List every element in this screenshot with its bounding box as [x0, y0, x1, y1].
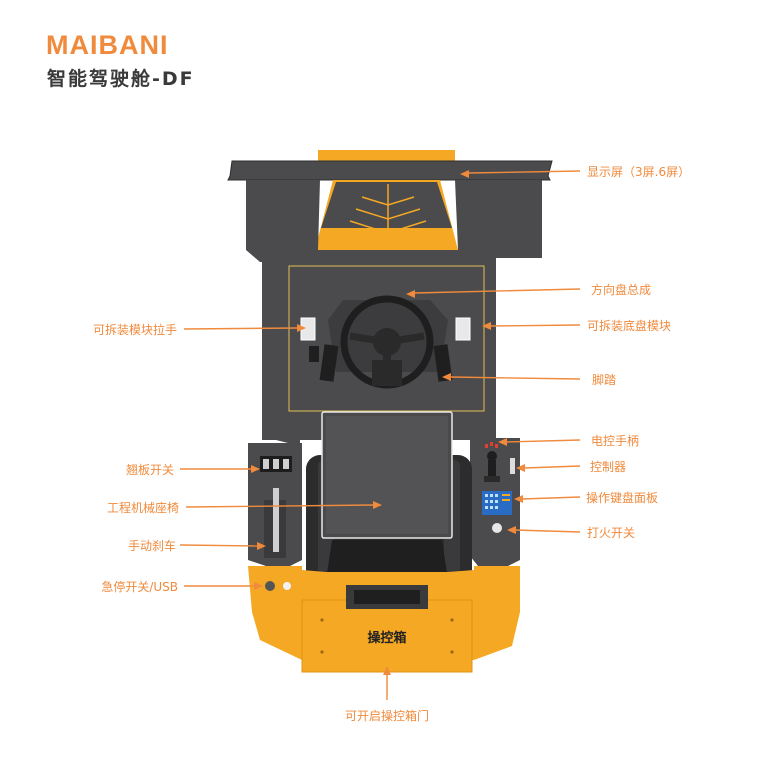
control-box: 操控箱	[301, 585, 473, 673]
cockpit-device: 操控箱	[227, 150, 553, 673]
label-keyboard-panel: 操作键盘面板	[586, 490, 658, 505]
emergency-stop-button	[265, 581, 275, 591]
pedal-left	[319, 344, 339, 382]
label-box-door: 可开启操控箱门	[345, 708, 429, 723]
handbrake-lever	[264, 488, 286, 558]
ignition-key	[492, 523, 502, 533]
control-box-label: 操控箱	[367, 630, 406, 646]
label-flip-switch: 翘板开关	[126, 463, 174, 477]
steering-wheel	[340, 295, 434, 389]
chassis-frame	[288, 265, 485, 412]
flip-switch-group	[260, 456, 292, 472]
label-estop-usb: 急停开关/USB	[101, 579, 178, 594]
upper-left-wing	[246, 180, 320, 262]
usb-port	[283, 582, 291, 590]
label-removable-handle: 可拆装模块拉手	[93, 322, 177, 337]
label-seat: 工程机械座椅	[107, 500, 179, 515]
pedal-lower	[309, 346, 319, 362]
page-subtitle: 智能驾驶舱-DF	[47, 68, 195, 90]
label-joystick: 电控手柄	[591, 434, 639, 448]
display-screen	[227, 160, 553, 181]
label-steering: 方向盘总成	[591, 282, 651, 297]
hood-arrow-marking	[349, 184, 427, 244]
label-ignition: 打火开关	[587, 526, 635, 540]
pedal-right	[433, 344, 453, 382]
label-handbrake: 手动刹车	[128, 538, 176, 553]
label-removable-module: 可拆装底盘模块	[587, 318, 671, 333]
brand-logo: MAIBANI	[46, 30, 169, 60]
callout-labels: 显示屏（3屏.6屏） 方向盘总成 可拆装底盘模块 脚踏 电控手柄 控制器 操作键…	[93, 165, 690, 723]
label-pedals: 脚踏	[592, 372, 616, 387]
label-controller: 控制器	[590, 460, 626, 474]
joystick	[484, 442, 500, 482]
label-display: 显示屏（3屏.6屏）	[587, 165, 690, 179]
controller-unit	[510, 458, 515, 474]
engineering-seat	[306, 411, 472, 595]
keyboard-panel	[482, 491, 512, 515]
callout-leaders	[179, 170, 581, 700]
module-handle-right	[455, 317, 471, 341]
upper-right-wing	[455, 180, 542, 258]
